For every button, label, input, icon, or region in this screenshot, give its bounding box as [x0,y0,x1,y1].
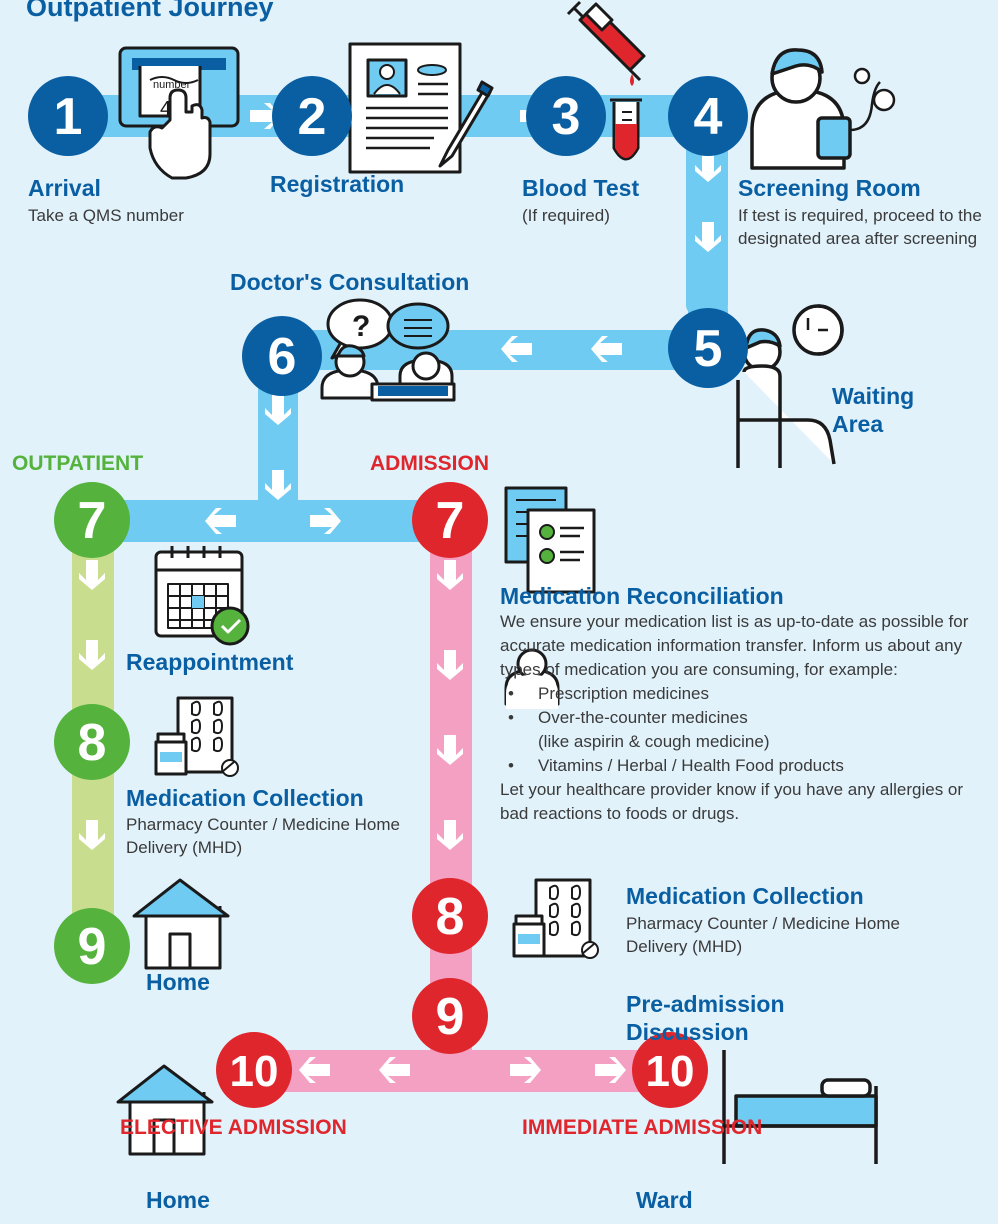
step-4-number: 4 [694,88,723,146]
admission-medication-collection-sub: Pharmacy Counter / Medicine Home Deliver… [626,914,901,956]
waiting-area-person-icon [736,304,844,468]
step-2-number: 2 [298,88,327,146]
arrival-label: Arrival [28,175,101,201]
admission-8-number: 8 [436,888,465,946]
ticket-word: number [153,79,191,91]
admission-7-number: 7 [436,492,465,550]
house-icon-outpatient [132,878,230,970]
step-1-number: 1 [54,88,83,146]
elective-home-label: Home [146,1187,210,1213]
registration-form-icon [348,42,494,174]
pre-admission-discussion-label: Pre-admission Discussion [626,991,785,1045]
ward-label: Ward [636,1187,693,1213]
medication-reconciliation-label: Medication Reconciliation [500,583,784,609]
medication-type-item: Prescription medicines [500,682,970,706]
medication-reconciliation-icon [504,486,596,594]
outpatient-9-number: 9 [78,918,107,976]
admission-medication-collection-label: Medication Collection [626,883,864,909]
waiting-area-label: Waiting Area [832,383,915,437]
blood-test-label: Blood Test [522,175,640,201]
reconciliation-intro: We ensure your medication list is as up-… [500,612,969,679]
syringe-icon [566,0,646,86]
step-circles: 1 2 3 4 5 6 7 8 9 7 8 9 10 10 [28,76,748,1108]
svg-text:?: ? [352,310,370,343]
test-tube-icon [610,98,642,161]
outpatient-medication-collection-label: Medication Collection [126,785,364,811]
immediate-10-number: 10 [646,1047,695,1096]
admission-9-number: 9 [436,988,465,1046]
arrival-sub: Take a QMS number [28,206,184,225]
step-6-number: 6 [268,328,297,386]
ticket-machine-icon: number 48 [118,46,240,180]
consultation-icon: ? [320,298,456,402]
reconciliation-outro: Let your healthcare provider know if you… [500,780,964,823]
screening-room-label: Screening Room [738,175,921,201]
hospital-bed-icon [722,1050,878,1164]
elective-admission-heading: ELECTIVE ADMISSION [120,1116,347,1139]
doctors-consultation-label: Doctor's Consultation [230,269,470,295]
blood-test-sub: (If required) [522,206,610,225]
elective-10-number: 10 [230,1047,279,1096]
medication-reconciliation-body: We ensure your medication list is as up-… [500,610,970,826]
medication-type-list: Prescription medicines Over-the-counter … [500,682,970,778]
admission-heading: ADMISSION [370,452,490,475]
outpatient-home-label: Home [146,969,210,995]
step-5-number: 5 [694,320,723,378]
registration-label: Registration [270,171,405,197]
reappointment-label: Reappointment [126,649,294,675]
outpatient-heading: OUTPATIENT [12,452,144,475]
screening-room-sub: If test is required, proceed to the desi… [738,206,982,248]
pill-pack-icon [154,696,239,777]
calendar-check-icon [154,546,250,646]
outpatient-medication-collection-sub: Pharmacy Counter / Medicine Home Deliver… [126,815,401,857]
immediate-admission-heading: IMMEDIATE ADMISSION [522,1116,763,1139]
outpatient-8-number: 8 [78,714,107,772]
pill-pack-icon-admission [512,878,599,959]
page-title: Outpatient Journey [26,0,274,22]
nurse-with-blood-pressure-icon [750,48,896,170]
medication-type-item: Over-the-counter medicines(like aspirin … [500,706,970,754]
outpatient-7-number: 7 [78,492,107,550]
step-3-number: 3 [552,88,581,146]
house-icon-elective [116,1064,214,1156]
otc-example-note: (like aspirin & cough medicine) [538,732,770,751]
medication-type-item: Vitamins / Herbal / Health Food products [500,754,970,778]
